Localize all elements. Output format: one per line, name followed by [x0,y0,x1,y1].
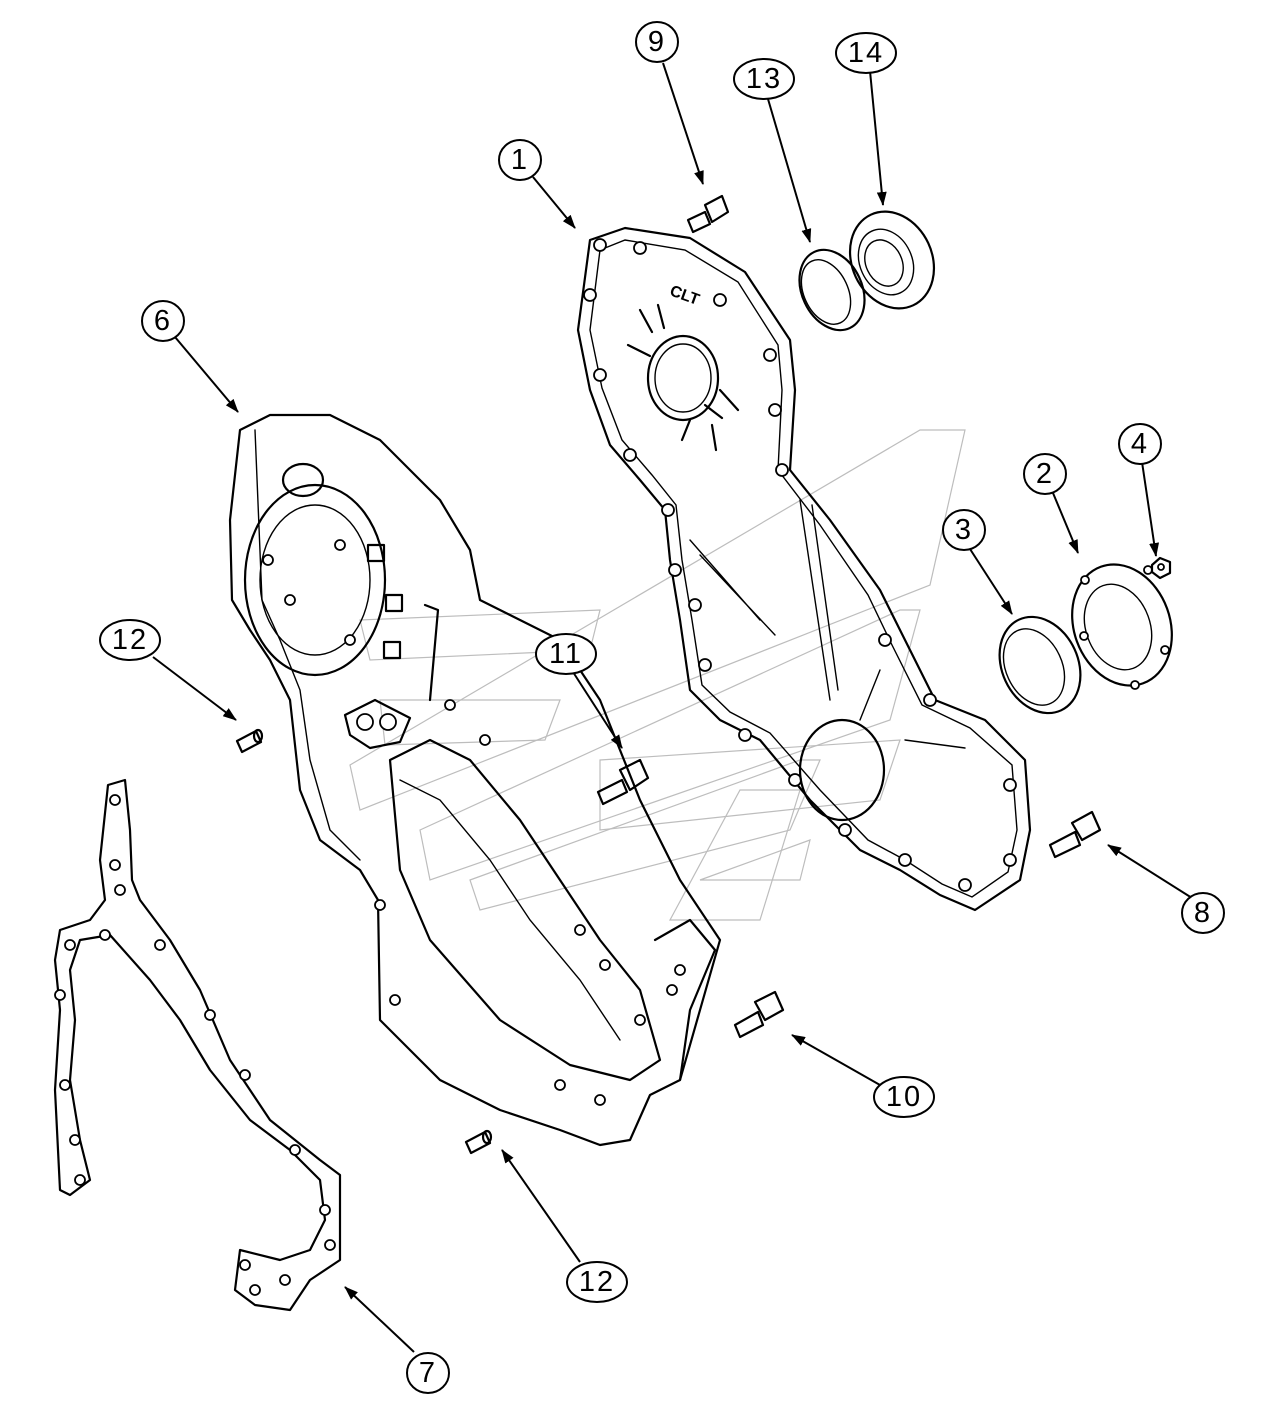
leader-lines [152,62,1193,1353]
bolt-11 [596,758,650,806]
dowel-pin-12-lower [464,1129,493,1155]
callout-label: 9 [648,26,666,58]
callout-11: 11 [535,633,597,675]
dowel-pin-12-upper [235,728,264,754]
callout-6: 6 [141,300,185,342]
callout-4: 4 [1118,423,1162,465]
gasket [53,778,342,1312]
callout-7: 7 [406,1352,450,1394]
callout-label: 4 [1131,428,1149,460]
nut-4 [1150,556,1172,580]
retainer-plate-2 [1071,563,1173,690]
bolt-10 [733,990,785,1039]
callout-label: 12 [112,624,148,656]
callout-8: 8 [1181,892,1225,934]
callout-label: 12 [579,1266,615,1298]
callout-label: 10 [886,1081,922,1113]
callout-label: 14 [848,37,884,69]
oil-seal-14 [848,210,936,310]
gear-housing [228,413,722,1147]
callout-label: 13 [746,63,782,95]
callout-13: 13 [733,58,795,100]
callout-12-lower: 12 [566,1261,628,1303]
cover-marking: CLT [668,283,702,309]
bolt-9 [686,194,730,234]
callout-2: 2 [1023,453,1067,495]
seal-ring-13 [798,248,866,332]
callout-14: 14 [835,32,897,74]
seal-ring-3 [998,615,1082,715]
callout-label: 8 [1194,897,1212,929]
callout-label: 6 [154,305,172,337]
callout-label: 3 [955,514,973,546]
callout-label: 1 [511,144,529,176]
callout-label: 11 [549,638,583,670]
callout-1: 1 [498,139,542,181]
callout-12-upper: 12 [99,619,161,661]
callout-label: 7 [419,1357,437,1389]
callout-10: 10 [873,1076,935,1118]
callout-3: 3 [942,509,986,551]
callout-label: 2 [1036,458,1054,490]
callout-9: 9 [635,21,679,63]
bolt-8 [1048,810,1102,859]
front-cover-plate: CLT [576,226,1032,912]
